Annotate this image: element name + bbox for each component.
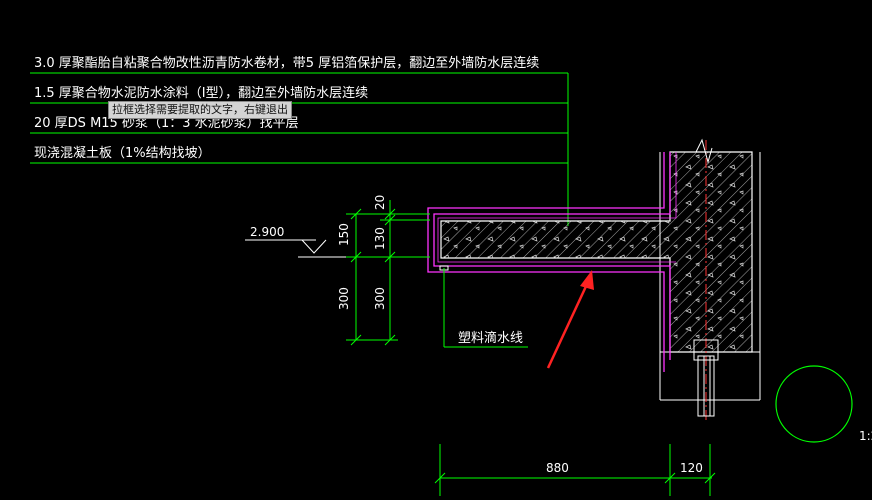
horizontal-dimension-texts: 880 120	[546, 461, 703, 475]
note-4: 现浇混凝土板（1%结构找坡）	[34, 145, 211, 161]
tick-1	[350, 208, 362, 220]
tick-7	[384, 334, 396, 346]
red-arrow-shaft	[546, 281, 590, 369]
tick-3	[350, 334, 362, 346]
note-1: 3.0 厚聚酯胎自粘聚合物改性沥青防水卷材，带5 厚铝箔保护层，翻边至外墙防水层…	[34, 55, 539, 71]
slab-and-wall	[440, 151, 761, 401]
tick-b3	[704, 472, 716, 484]
vertical-dimensions	[346, 200, 430, 346]
extract-text-tooltip: 拉框选择需要提取的文字，右键退出	[108, 101, 292, 119]
dim-130: 130	[373, 227, 387, 250]
tick-6	[384, 251, 396, 263]
dim-120: 120	[680, 461, 703, 475]
tick-4	[384, 208, 396, 220]
waterproof-line-inner	[437, 152, 677, 263]
red-arrow-head	[580, 270, 594, 290]
tick-b1	[434, 472, 446, 484]
vertical-dimension-texts: 150 300 20 130 300	[337, 195, 387, 310]
detail-circle	[775, 365, 853, 443]
drip-leader	[443, 268, 528, 348]
waterproof-line-outer-2	[427, 152, 665, 372]
window-frame	[697, 355, 715, 417]
tick-5	[384, 214, 396, 226]
dim-150: 150	[337, 223, 351, 246]
dim-300-right: 300	[373, 287, 387, 310]
dim-880: 880	[546, 461, 569, 475]
waterproof-layers	[427, 152, 677, 372]
scale-label: 1:2	[859, 429, 872, 443]
window-detail	[693, 339, 719, 417]
elevation-text: 2.900	[250, 225, 284, 239]
note-3: 20 厚DS M15 砂浆（1：3 水泥砂浆）找平层	[34, 116, 299, 131]
elevation-marker	[245, 239, 392, 258]
break-line	[695, 138, 713, 164]
dim-300-left: 300	[337, 287, 351, 310]
dim-20: 20	[373, 195, 387, 210]
red-arrow	[546, 270, 594, 369]
concrete-aggregate	[441, 152, 752, 352]
tick-2	[350, 251, 362, 263]
waterproof-line-outer	[433, 152, 671, 360]
note-text-group: 3.0 厚聚酯胎自粘聚合物改性沥青防水卷材，带5 厚铝箔保护层，翻边至外墙防水层…	[34, 55, 539, 161]
tick-b2	[664, 472, 676, 484]
horizontal-dimensions	[434, 444, 716, 496]
drip-label: 塑料滴水线	[458, 330, 523, 346]
window-head	[693, 339, 719, 361]
elevation-triangle	[301, 239, 327, 254]
note-2: 1.5 厚聚合物水泥防水涂料（Ⅰ型），翻边至外墙防水层连续	[34, 85, 368, 101]
